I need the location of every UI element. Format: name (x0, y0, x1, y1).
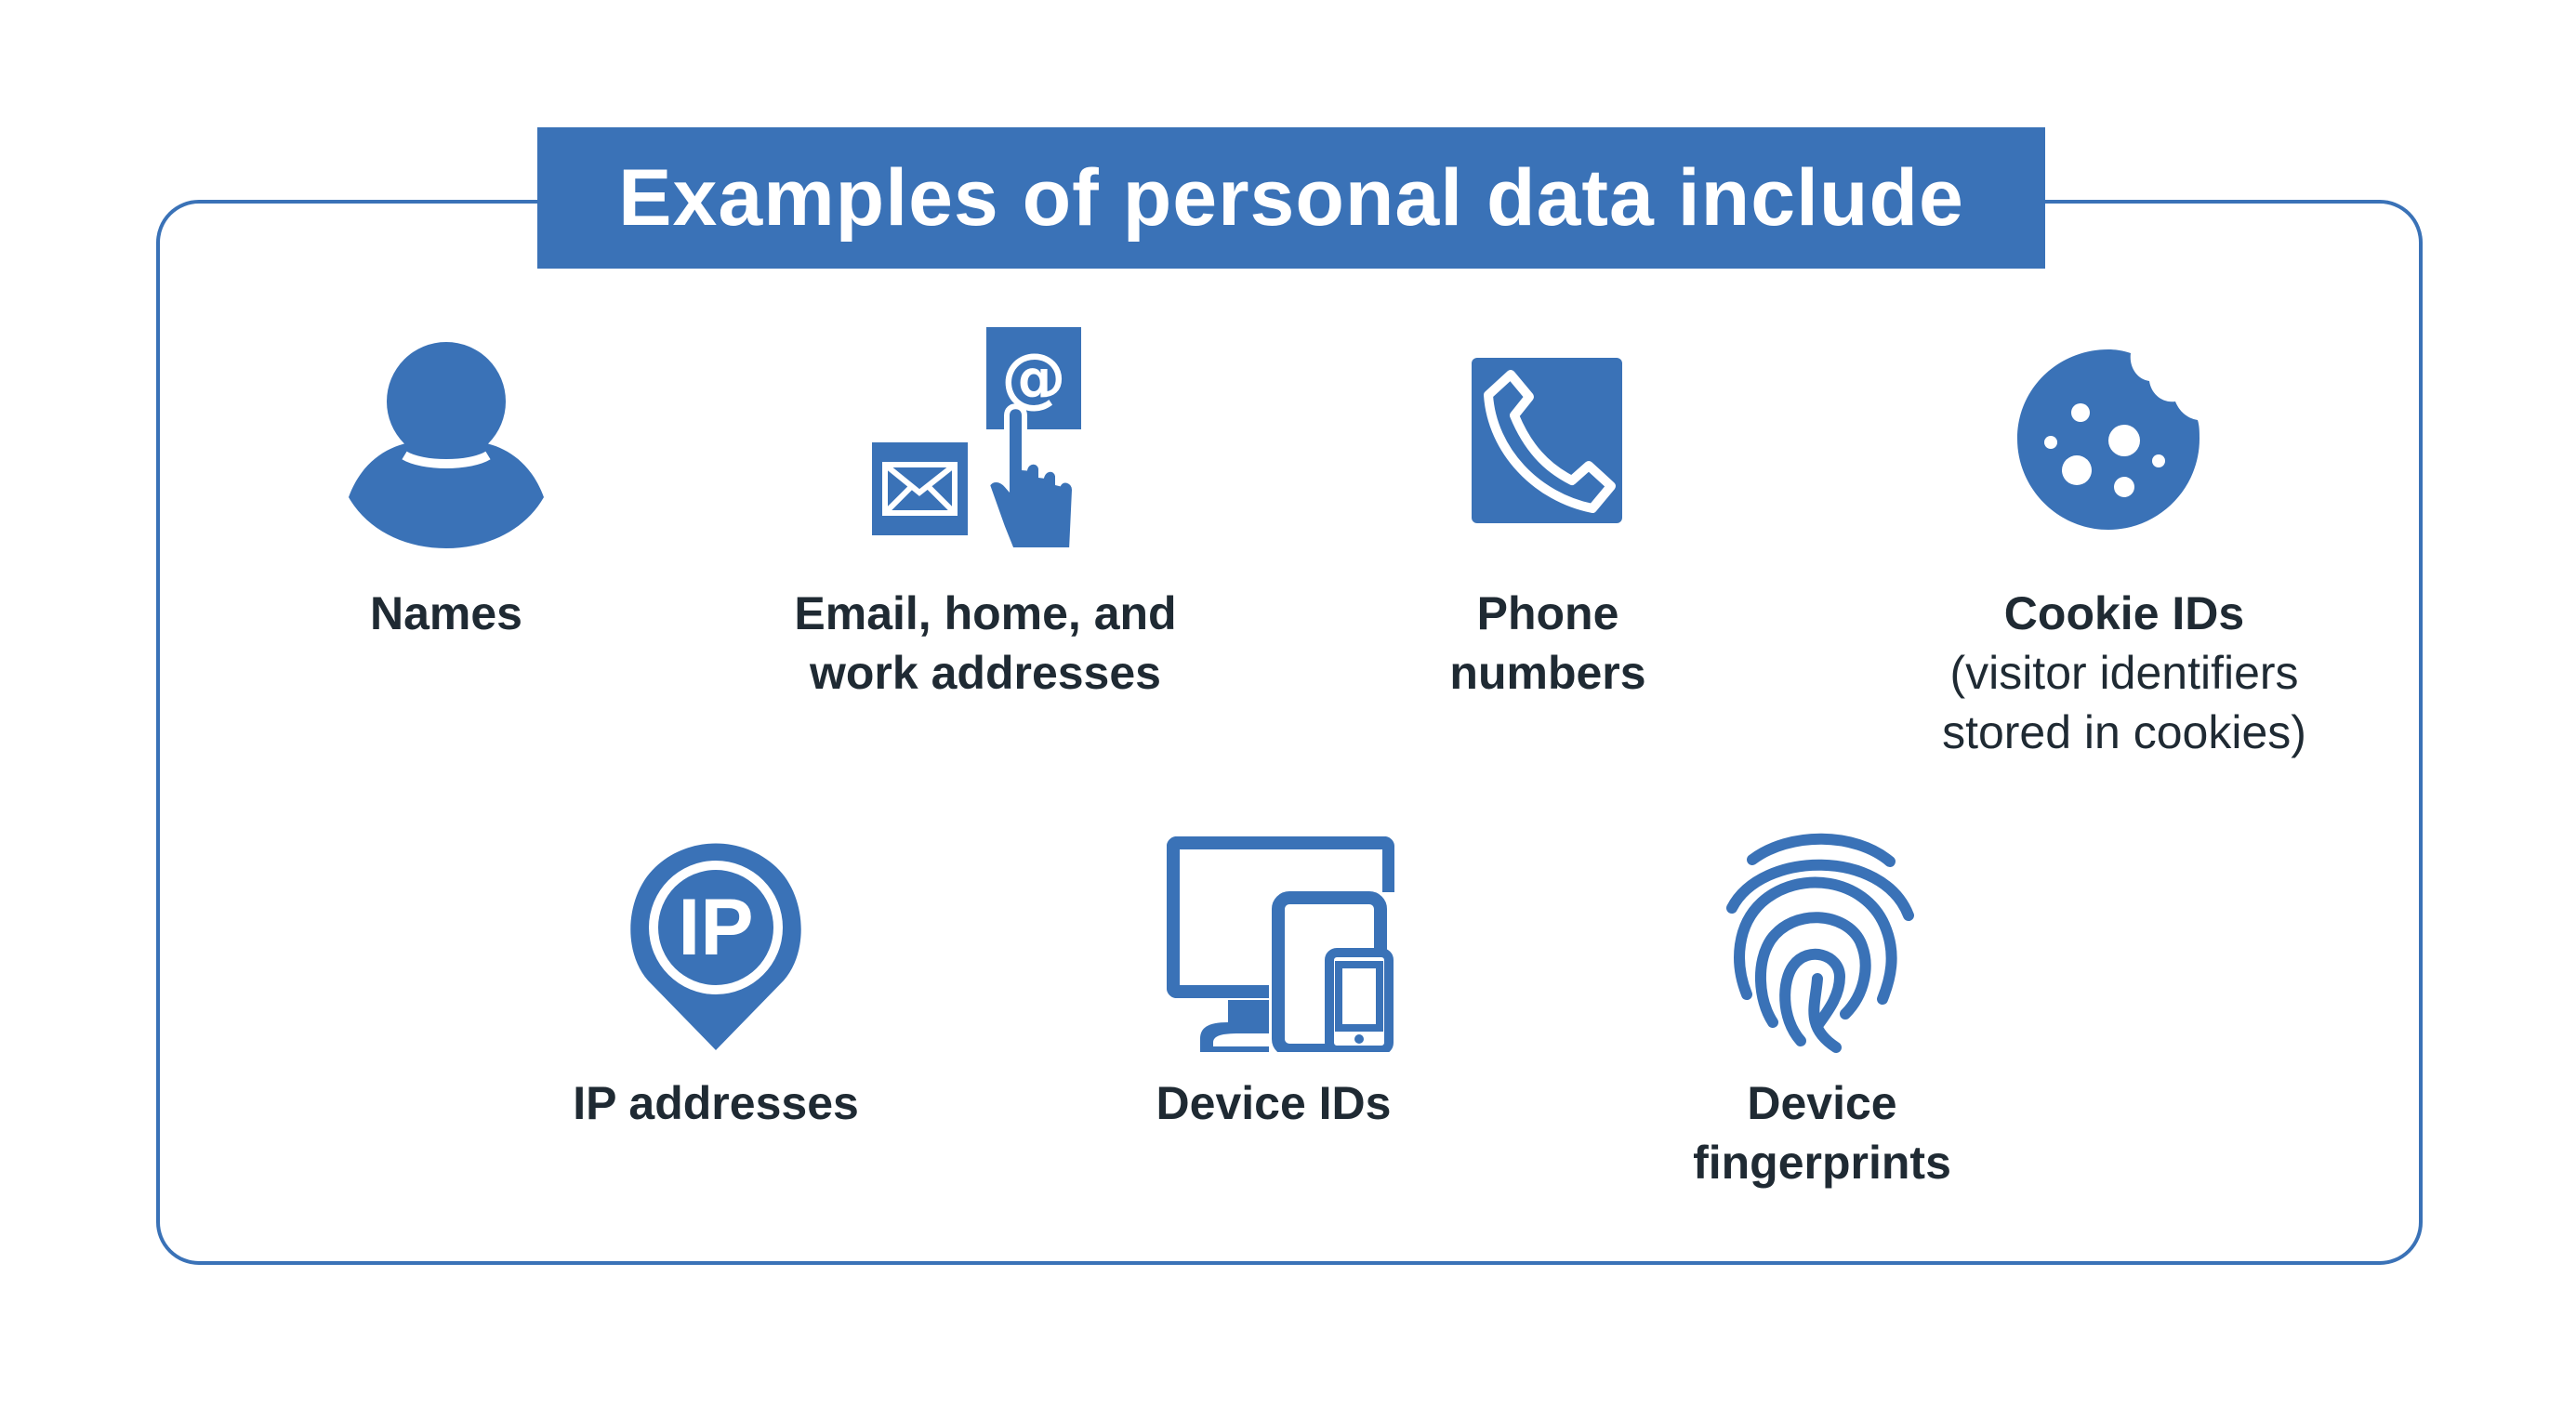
page-title: Examples of personal data include (618, 152, 1964, 243)
ip-location-pin-icon: IP (629, 841, 802, 1050)
email-address-icon: @ (872, 327, 1086, 558)
fingerprint-icon (1724, 832, 1915, 1055)
svg-text:@: @ (1001, 339, 1066, 415)
title-banner: Examples of personal data include (537, 127, 2045, 269)
phone-icon (1472, 358, 1622, 523)
label-cookie: Cookie IDs (visitor identifiers stored i… (1942, 587, 2306, 758)
ip-icon-text: IP (678, 883, 753, 972)
label-email: Email, home, and work addresses (794, 587, 1177, 699)
label-names: Names (370, 587, 522, 639)
label-ip: IP addresses (573, 1077, 859, 1129)
person-icon (349, 335, 544, 548)
label-fingerprints: Device fingerprints (1693, 1077, 1951, 1189)
cookie-icon (2015, 346, 2201, 532)
devices-icon (1167, 836, 1394, 1052)
label-device-ids: Device IDs (1156, 1077, 1392, 1129)
label-phone: Phone numbers (1449, 587, 1646, 699)
